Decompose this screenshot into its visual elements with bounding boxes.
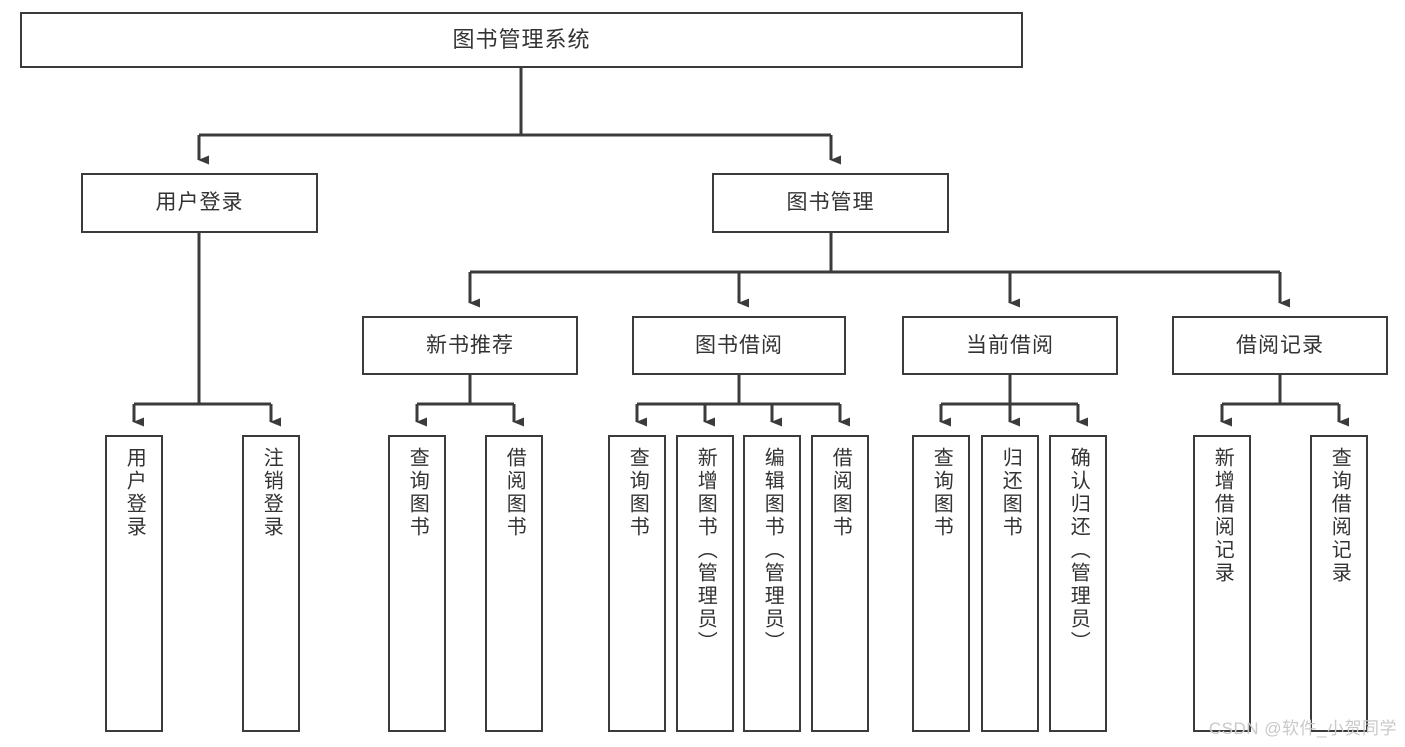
node-root[interactable]: 图书管理系统 [20,12,1023,68]
node-user-login[interactable]: 用户登录 [81,173,318,233]
node-leaf-borrow-book-1[interactable]: 借阅图书 [485,435,543,732]
node-leaf-return-book[interactable]: 归还图书 [981,435,1039,732]
node-book-borrow-label: 图书借阅 [695,333,783,357]
node-leaf-logout[interactable]: 注销登录 [242,435,300,732]
node-leaf-query-record-label: 查询借阅记录 [1328,447,1351,585]
node-leaf-borrow-book-2[interactable]: 借阅图书 [811,435,869,732]
node-user-login-label: 用户登录 [155,191,244,215]
node-root-label: 图书管理系统 [452,26,591,52]
node-leaf-query-record[interactable]: 查询借阅记录 [1310,435,1368,732]
node-borrow-record[interactable]: 借阅记录 [1172,316,1388,375]
node-leaf-add-book[interactable]: 新增图书（管理员） [676,435,734,732]
node-book-manage-label: 图书管理 [786,191,875,215]
node-book-manage[interactable]: 图书管理 [712,173,949,233]
node-leaf-borrow-book-2-label: 借阅图书 [829,447,852,539]
node-leaf-add-book-label: 新增图书（管理员） [694,447,717,654]
node-leaf-return-book-label: 归还图书 [999,447,1022,539]
node-leaf-query-book-1-label: 查询图书 [406,447,429,539]
node-leaf-query-book-3-label: 查询图书 [930,447,953,539]
node-leaf-edit-book-label: 编辑图书（管理员） [761,447,784,654]
node-leaf-borrow-book-1-label: 借阅图书 [503,447,526,539]
node-borrow-record-label: 借阅记录 [1236,333,1324,357]
node-leaf-user-login[interactable]: 用户登录 [105,435,163,732]
node-leaf-confirm-return-label: 确认归还（管理员） [1067,447,1090,654]
node-leaf-add-record-label: 新增借阅记录 [1211,447,1234,585]
node-leaf-add-record[interactable]: 新增借阅记录 [1193,435,1251,732]
node-leaf-confirm-return[interactable]: 确认归还（管理员） [1049,435,1107,732]
watermark: CSDN @软件_小贺同学 [1208,719,1397,738]
node-book-borrow[interactable]: 图书借阅 [632,316,846,375]
node-leaf-query-book-2[interactable]: 查询图书 [608,435,666,732]
node-new-book-rec[interactable]: 新书推荐 [362,316,578,375]
node-current-borrow[interactable]: 当前借阅 [902,316,1118,375]
node-new-book-rec-label: 新书推荐 [426,333,514,357]
node-leaf-query-book-2-label: 查询图书 [626,447,649,539]
node-leaf-query-book-3[interactable]: 查询图书 [912,435,970,732]
node-leaf-user-login-label: 用户登录 [123,447,146,539]
node-leaf-logout-label: 注销登录 [260,447,283,539]
node-leaf-edit-book[interactable]: 编辑图书（管理员） [743,435,801,732]
node-current-borrow-label: 当前借阅 [966,333,1054,357]
node-leaf-query-book-1[interactable]: 查询图书 [388,435,446,732]
